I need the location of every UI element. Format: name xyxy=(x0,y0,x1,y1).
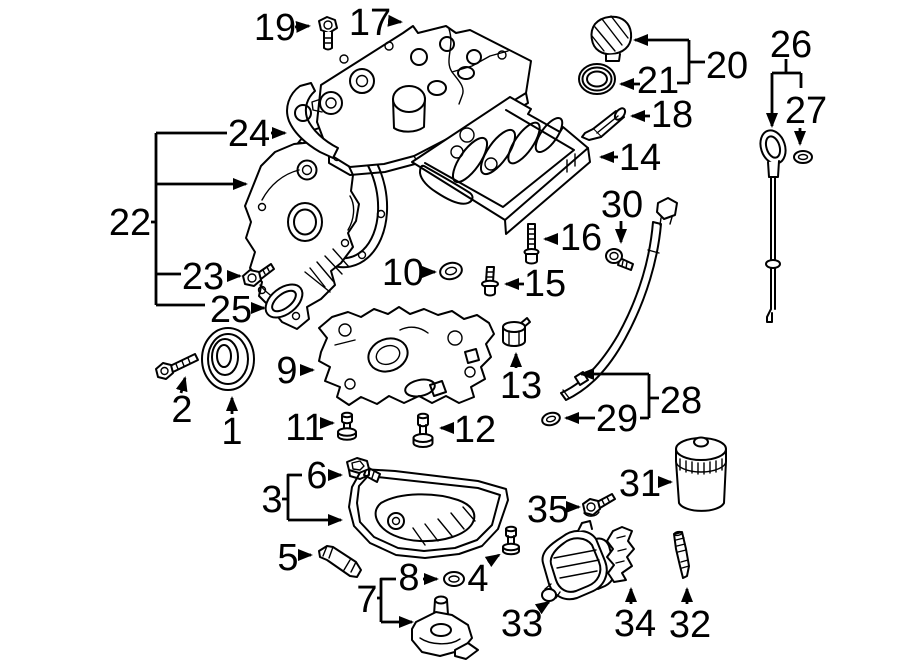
part-cap-nut xyxy=(502,317,531,347)
callout-30: 30 xyxy=(601,184,643,226)
callout-32: 32 xyxy=(669,604,711,646)
callout-4: 4 xyxy=(467,558,488,600)
part-dowel-pin xyxy=(318,545,362,578)
part-valve-cover-bolt xyxy=(318,16,338,51)
callout-29: 29 xyxy=(596,398,638,440)
callout-6: 6 xyxy=(306,455,327,497)
callout-28: 28 xyxy=(660,380,702,422)
callout-34: 34 xyxy=(614,603,656,645)
callout-26: 26 xyxy=(770,24,812,66)
leader-22-bracket xyxy=(151,131,227,307)
part-breather-tube xyxy=(581,107,627,141)
callout-25: 25 xyxy=(210,289,252,331)
callout-8: 8 xyxy=(398,557,419,599)
part-lower-oil-pan xyxy=(348,468,509,559)
leader-26-bracket xyxy=(772,59,803,88)
part-oil-pickup xyxy=(411,595,479,660)
part-oil-filter xyxy=(675,436,727,512)
part-bolt-11 xyxy=(337,411,357,441)
leader-28-bracket xyxy=(640,374,659,420)
part-upper-oil-pan xyxy=(411,96,591,235)
callout-20: 20 xyxy=(706,45,748,87)
leader-7-bracket xyxy=(377,577,396,622)
part-bolt-4 xyxy=(502,525,520,556)
part-stud-32 xyxy=(673,530,690,579)
part-stud-bolt-30 xyxy=(605,248,634,271)
leader-4 xyxy=(484,553,501,568)
part-cooler-gasket xyxy=(606,526,635,583)
callout-27: 27 xyxy=(785,90,827,132)
part-timing-cover-bolt xyxy=(242,263,275,287)
callout-22: 22 xyxy=(109,202,151,244)
callout-18: 18 xyxy=(651,94,693,136)
callout-23: 23 xyxy=(182,256,224,298)
callout-17: 17 xyxy=(349,2,391,44)
callout-35: 35 xyxy=(527,489,569,531)
callout-9: 9 xyxy=(276,350,297,392)
part-bolt-15 xyxy=(481,266,499,297)
part-filler-cap-seal xyxy=(578,63,616,95)
part-tube-o-ring xyxy=(541,411,561,427)
leader-3-bracket xyxy=(282,473,302,520)
part-oil-cooler xyxy=(541,520,616,602)
callout-12: 12 xyxy=(454,409,496,451)
callout-7: 7 xyxy=(356,579,377,621)
callout-16: 16 xyxy=(560,217,602,259)
part-oil-dipstick xyxy=(759,129,787,323)
callout-13: 13 xyxy=(500,365,542,407)
leader-20-bracket xyxy=(677,40,705,85)
part-pulley-bolt xyxy=(155,353,199,380)
leader-lines xyxy=(151,14,806,628)
callout-24: 24 xyxy=(228,113,270,155)
callout-19: 19 xyxy=(254,7,296,49)
leader-33 xyxy=(534,600,551,615)
leader-2 xyxy=(175,376,188,394)
part-crankshaft-pulley xyxy=(201,327,255,391)
callout-10: 10 xyxy=(382,252,424,294)
callout-5: 5 xyxy=(277,537,298,579)
part-o-ring-8 xyxy=(443,571,465,587)
callout-11: 11 xyxy=(285,407,324,449)
part-bolt-12 xyxy=(412,412,434,448)
callout-33: 33 xyxy=(501,603,543,645)
part-cooler-bolt xyxy=(582,493,616,517)
part-dipstick-o-ring xyxy=(793,150,813,164)
callout-15: 15 xyxy=(524,263,566,305)
leader-19 xyxy=(294,20,311,33)
callout-3: 3 xyxy=(261,479,282,521)
part-crankshaft-seal xyxy=(264,283,304,319)
part-timing-cover xyxy=(244,141,360,330)
part-drain-plug xyxy=(346,457,381,483)
part-oil-filler-cap xyxy=(590,15,633,62)
leader-17 xyxy=(387,14,403,27)
callout-2: 2 xyxy=(171,389,192,431)
callout-31: 31 xyxy=(619,463,661,505)
callout-14: 14 xyxy=(619,137,661,179)
part-seal-ring-10 xyxy=(439,261,463,281)
part-baffle-plate xyxy=(318,306,495,406)
callout-21: 21 xyxy=(637,60,679,102)
callout-labels: 1 2 3 4 5 6 7 8 9 10 11 12 13 14 15 16 1… xyxy=(109,2,827,646)
callout-1: 1 xyxy=(221,411,242,453)
part-bolt-16 xyxy=(523,223,540,265)
